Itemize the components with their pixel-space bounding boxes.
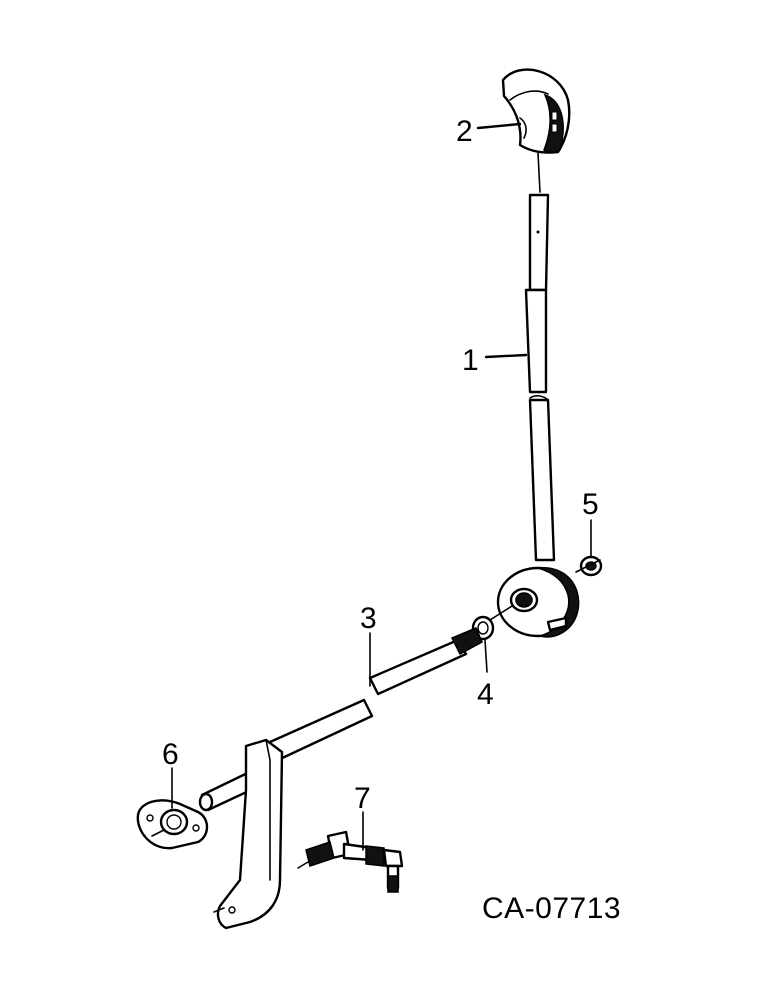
- leader-2: [476, 122, 522, 130]
- part-7-linkage: [297, 811, 404, 893]
- part-3-shaft: [198, 627, 483, 812]
- callout-7: 7: [354, 782, 371, 815]
- callout-6: 6: [162, 738, 179, 771]
- leader-1: [484, 353, 528, 359]
- part-6-flange: [136, 767, 209, 850]
- callout-1: 1: [462, 344, 479, 377]
- part-4-washer: [471, 605, 513, 673]
- lever-hub: [496, 566, 580, 638]
- callout-2: 2: [456, 115, 473, 148]
- drawing-code: CA-07713: [482, 892, 621, 925]
- shift-arm: [213, 738, 284, 930]
- part-2-knob: [501, 68, 571, 193]
- callout-4: 4: [477, 678, 494, 711]
- callout-3: 3: [360, 602, 377, 635]
- part-5-nut: [575, 519, 603, 577]
- callout-5: 5: [582, 488, 599, 521]
- part-1-lever-rod: [524, 193, 556, 562]
